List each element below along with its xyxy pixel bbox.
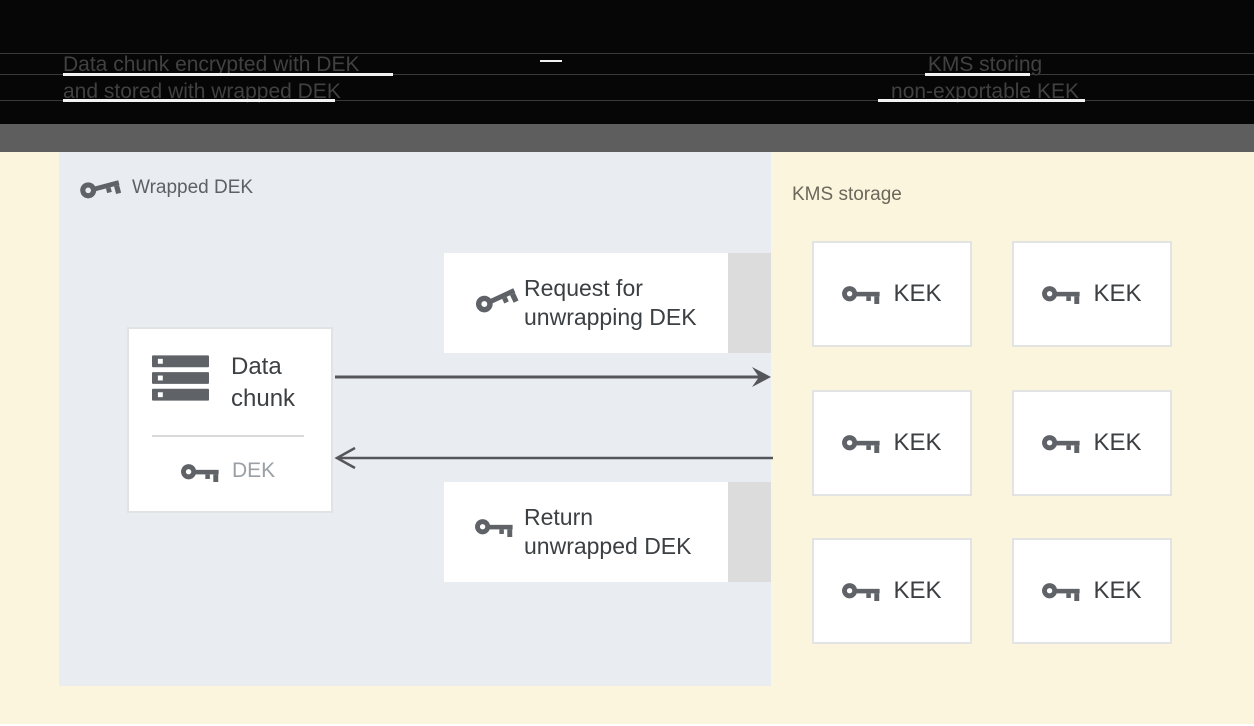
key-icon [181,464,219,482]
kek-box: KEK [812,538,972,644]
right-caption-line2: non-exportable KEK [891,80,1079,103]
divider [152,435,304,437]
right-caption: KMS storing non-exportable KEK [860,51,1110,105]
kek-label: KEK [1093,280,1142,307]
data-chunk-label-line1: Data [231,353,282,380]
request-arrow [335,367,771,387]
storage-stack-icon [152,355,209,401]
data-chunk-box: Data chunk DEK [127,327,333,513]
kek-box: KEK [1012,538,1172,644]
return-box-label: Return unwrapped DEK [524,503,692,561]
request-box-label: Request for unwrapping DEK [524,274,697,332]
request-label-line2: unwrapping DEK [524,304,697,330]
wrapped-dek-panel: Wrapped DEK Data chunk [59,152,771,686]
return-box: Return unwrapped DEK [444,482,728,582]
kek-label: KEK [893,280,942,307]
kek-label: KEK [1093,429,1142,456]
glitch-line [63,73,393,76]
dek-label: DEK [232,459,276,482]
left-caption-line2: and stored with wrapped DEK [63,80,341,103]
panel-title: Wrapped DEK [132,177,254,198]
wrapped-dek-header: Wrapped DEK [80,176,253,200]
kek-box: KEK [812,390,972,496]
glitch-line [878,99,1085,102]
right-caption-line1: KMS storing [927,53,1043,76]
bottom-edge-strip [0,724,1254,726]
key-icon [842,434,881,453]
left-caption: Data chunk encrypted with DEK and stored… [63,51,359,105]
data-chunk-label-line2: chunk [231,385,296,412]
kek-label: KEK [1093,577,1142,604]
return-arrow [334,446,773,470]
return-label-line1: Return [524,504,594,530]
key-icon [842,582,881,601]
key-icon [475,519,513,537]
glitch-line [0,74,1254,75]
header-gray-bar [0,124,1254,152]
key-icon [1042,582,1081,601]
request-box: Request for unwrapping DEK [444,253,728,353]
request-label-line1: Request for [524,275,643,301]
kek-box: KEK [1012,390,1172,496]
glitch-line [0,53,1254,54]
key-icon [475,288,519,313]
return-box-tail [728,482,771,582]
glitch-line [925,73,1030,76]
kek-label: KEK [893,429,942,456]
kek-label: KEK [893,577,942,604]
glitch-line [540,60,562,62]
data-chunk-label: Data chunk [231,351,295,415]
header-band: Data chunk encrypted with DEK and stored… [0,0,1254,124]
left-caption-line1: Data chunk encrypted with DEK [63,53,360,76]
return-label-line2: unwrapped DEK [524,533,692,559]
key-icon [842,285,881,304]
kek-box: KEK [1012,241,1172,347]
kms-storage-title: KMS storage [792,184,902,205]
glitch-line [63,99,335,102]
request-box-tail [728,253,771,353]
key-icon [80,180,122,199]
key-icon [1042,434,1081,453]
glitch-line [0,100,1254,101]
kek-box: KEK [812,241,972,347]
key-icon [1042,285,1081,304]
